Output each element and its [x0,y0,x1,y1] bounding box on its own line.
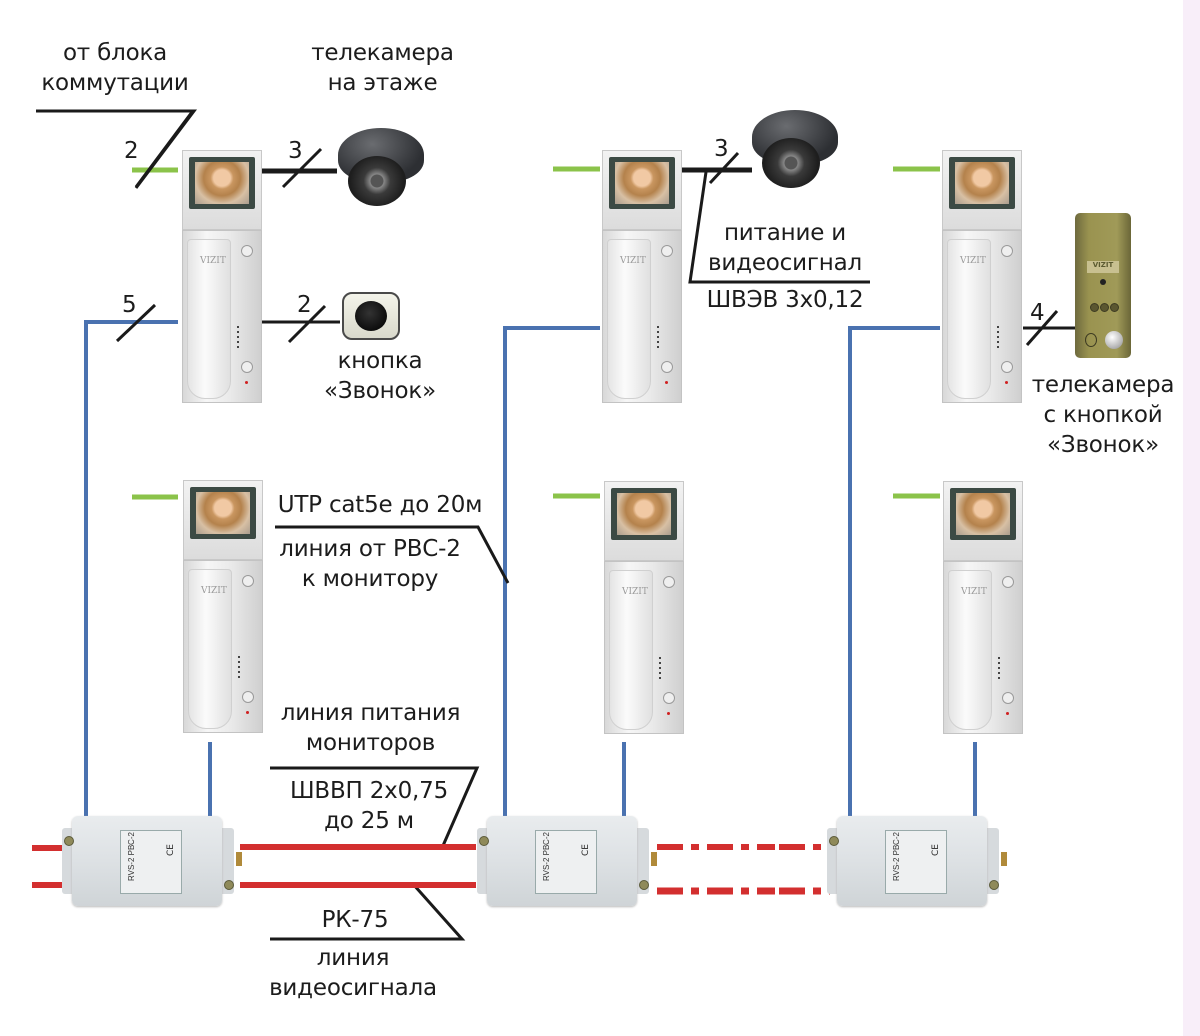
wire-count: 2 [124,138,139,164]
led-indicator [667,712,670,715]
video-monitor: VIZIT [182,150,262,403]
monitor-button-icon [661,245,673,257]
bell-button-icon [342,292,400,340]
box-model-label: RVS-2 РВС-2 [127,832,136,881]
wire-count-slash [115,303,157,343]
signal-lines [36,109,1075,941]
wire-count: 5 [122,292,137,318]
panel-logo: VIZIT [1087,261,1119,273]
monitor-body: VIZIT [182,230,262,403]
floor-bus-lines [132,166,940,500]
label-utp-cable: UTP cat5e до 20м [277,492,483,518]
screen-image [955,162,1009,204]
led-indicator [245,381,248,384]
box-model-label: RVS-2 РВС-2 [542,832,551,881]
utp-line-3-top [848,326,940,822]
wire-count: 3 [714,136,729,162]
monitor-button-icon [661,361,673,373]
leader-from-switch [36,109,198,189]
utp-line-1-top [84,320,178,822]
monitor-button-icon [663,576,675,588]
leader-utp [275,525,510,584]
monitor-indicator-dots [237,326,239,350]
leader-power [270,766,480,849]
rvs-switch-box: RVS-2 РВС-2 CE [60,816,242,906]
video-monitor: VIZIT [602,150,682,403]
monitor-screen-frame [182,150,262,230]
panel-speaker [1085,333,1097,347]
rvs-switch-box: RVS-2 РВС-2 CE [825,816,1007,906]
side-strip [1183,0,1200,1036]
monitor-logo: VIZIT [960,256,986,266]
wire-count-slash [708,151,740,185]
monitor-logo: VIZIT [961,587,987,597]
screen-image [615,162,669,204]
monitor-logo: VIZIT [201,586,227,596]
utp-lines [84,320,977,822]
monitor-logo: VIZIT [200,256,226,266]
ce-mark: CE [166,844,177,856]
panel-lens [1100,279,1106,285]
utp-line-2-top [503,326,600,822]
screen-image [196,492,250,534]
monitor-logo: VIZIT [622,587,648,597]
monitor-button-icon [1002,692,1014,704]
dome-camera-icon [748,110,840,194]
monitor-button-icon [1001,245,1013,257]
monitor-logo: VIZIT [620,256,646,266]
leader-coax [270,883,466,941]
led-indicator [1005,381,1008,384]
screen-image [956,493,1010,535]
monitor-button-icon [1001,361,1013,373]
leader-camera-cable [688,171,870,284]
handset: VIZIT [187,239,231,399]
rvs-switch-box: RVS-2 РВС-2 CE [475,816,657,906]
wire-count: 4 [1030,300,1045,326]
dome-camera-icon [334,128,426,212]
label-bell-button: кнопка«Звонок» [324,348,436,404]
screen-image [195,162,249,204]
video-monitor: VIZIT [183,480,263,733]
led-indicator [246,711,249,714]
video-monitor: VIZIT [604,481,684,734]
label-coax-cable: РК-75 [321,907,389,933]
wire-count-slash [281,147,323,189]
video-monitor: VIZIT [943,481,1023,734]
led-indicator [1006,712,1009,715]
wire-count-slash [287,304,327,344]
wire-count-slash [1025,310,1059,346]
wire-count: 3 [288,138,303,164]
panel-call-button [1105,331,1123,349]
door-panel-camera-icon: VIZIT [1075,213,1131,358]
monitor-button-icon [242,691,254,703]
ce-mark: CE [581,844,592,856]
wire-count: 2 [297,292,312,318]
video-monitor: VIZIT [942,150,1022,403]
monitor-button-icon [1002,576,1014,588]
label-camera-cable: ШВЭВ 3х0,12 [706,287,864,313]
screen-image [617,493,671,535]
monitor-button-icon [242,575,254,587]
ce-mark: CE [931,844,942,856]
monitor-button-icon [241,245,253,257]
bus-lines [32,844,830,895]
led-indicator [665,381,668,384]
monitor-button-icon [241,361,253,373]
monitor-button-icon [663,692,675,704]
box-model-label: RVS-2 РВС-2 [892,832,901,881]
